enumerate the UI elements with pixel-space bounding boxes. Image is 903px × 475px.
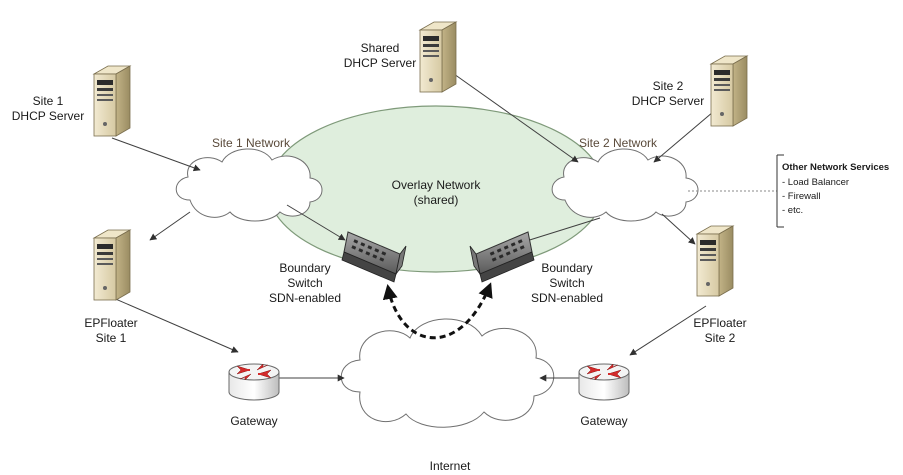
shared-dhcp-label-line2: DHCP Server: [344, 56, 416, 70]
site2-dhcp-server-icon: [710, 55, 748, 127]
link-epfloater2-gateway: [629, 305, 707, 356]
sdn-tunnel-link: [382, 282, 493, 340]
internet-cloud: [340, 318, 555, 428]
site1-network-label: Site 1 Network: [212, 136, 291, 150]
link-epfloater1-gateway: [103, 293, 239, 353]
link-cloud-epfloater2: [661, 213, 696, 245]
site1-dhcp-label-line1: Site 1: [33, 94, 64, 108]
other-services-item: - Load Balancer: [782, 177, 849, 188]
boundary-switch-right-label-line3: SDN-enabled: [531, 291, 603, 305]
epfloater1-label-line2: Site 1: [96, 331, 127, 345]
link-shared-dhcp-cloud: [453, 73, 579, 163]
boundary-switch-right-label-line1: Boundary: [541, 261, 592, 275]
other-services-item: - etc.: [782, 205, 803, 216]
internet-label: Internet: [430, 459, 471, 473]
other-services-item: - Firewall: [782, 191, 821, 202]
epfloater2-label-line2: Site 2: [705, 331, 736, 345]
link-cloud-switch-right: [519, 217, 601, 245]
site2-dhcp-label-line2: DHCP Server: [632, 94, 704, 108]
boundary-switch-left-label-line3: SDN-enabled: [269, 291, 341, 305]
site2-network-cloud: [551, 148, 699, 222]
gateway-right-label: Gateway: [580, 414, 627, 428]
link-site1dhcp-cloud: [111, 137, 201, 172]
gateway-left-label: Gateway: [230, 414, 277, 428]
other-services-box: Other Network Services - Load Balancer -…: [776, 154, 889, 228]
boundary-switch-left-label-line1: Boundary: [279, 261, 330, 275]
link-site2dhcp-cloud: [653, 111, 714, 163]
overlay-network-label-line2: (shared): [414, 193, 459, 207]
gateway-right-router-icon: [578, 363, 630, 401]
shared-dhcp-label-line1: Shared: [361, 41, 400, 55]
boundary-switch-left-label-line2: Switch: [287, 276, 322, 290]
site1-network-cloud: [175, 148, 323, 222]
site2-dhcp-label-line1: Site 2: [653, 79, 684, 93]
overlay-network-label-line1: Overlay Network: [392, 178, 482, 192]
epfloater1-label-line1: EPFloater: [84, 316, 137, 330]
epfloater2-label-line1: EPFloater: [693, 316, 746, 330]
other-services-title: Other Network Services: [782, 162, 889, 173]
boundary-switch-right-label-line2: Switch: [549, 276, 584, 290]
site1-dhcp-label-line2: DHCP Server: [12, 109, 84, 123]
link-cloud-switch-left: [286, 204, 346, 241]
link-cloud-epfloater1: [149, 211, 191, 241]
epfloater2-server-icon: [696, 225, 734, 297]
site2-network-label: Site 2 Network: [579, 136, 658, 150]
gateway-left-router-icon: [228, 363, 280, 401]
site1-dhcp-server-icon: [93, 65, 131, 137]
epfloater1-server-icon: [93, 229, 131, 301]
shared-dhcp-server-icon: [419, 21, 457, 93]
